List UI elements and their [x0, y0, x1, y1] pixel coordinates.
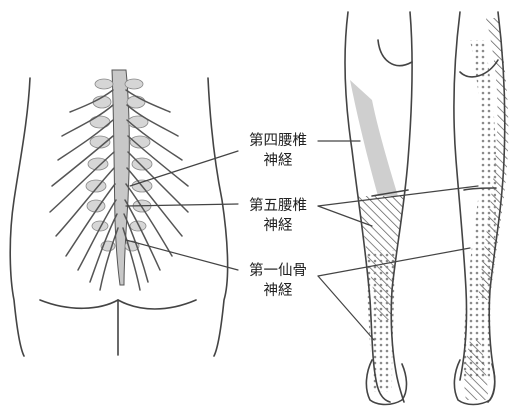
label-l5-line2: 神経	[238, 216, 318, 236]
spine	[86, 70, 152, 285]
buttock-right	[118, 300, 196, 309]
label-l5-nerve: 第五腰椎 神経	[238, 196, 318, 236]
label-l5-line1: 第五腰椎	[238, 196, 318, 216]
label-l4-line1: 第四腰椎	[238, 131, 318, 151]
s1-zone-right	[464, 40, 497, 380]
l4-zone	[350, 80, 398, 196]
legs-view	[345, 12, 508, 405]
buttock-left	[40, 300, 118, 308]
label-s1-line2: 神経	[238, 281, 318, 301]
label-s1-line1: 第一仙骨	[238, 261, 318, 281]
torso-left-outline	[10, 78, 30, 356]
left-hip-curve	[378, 40, 412, 66]
label-l4-line2: 神経	[238, 151, 318, 171]
torso-right-outline	[208, 78, 228, 356]
label-s1-nerve: 第一仙骨 神経	[238, 261, 318, 301]
label-l4-nerve: 第四腰椎 神経	[238, 131, 318, 171]
right-leg-outer	[454, 12, 467, 380]
leader-s1-right-a	[318, 276, 374, 340]
